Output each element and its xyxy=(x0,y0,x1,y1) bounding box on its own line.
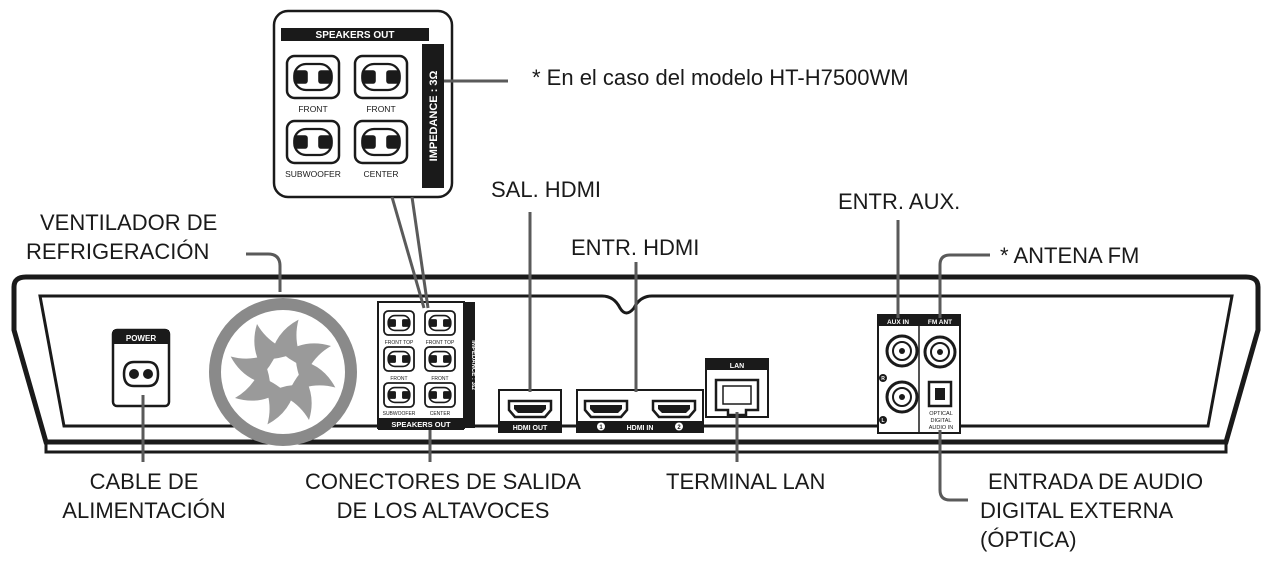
fan-callout-line-2: REFRIGERACIÓN xyxy=(26,239,210,264)
aux-fm-optical-block: AUX IN FM ANT R L OPTICAL DIGITAL AUDIO … xyxy=(877,314,961,434)
front-top-l-label: FRONT TOP xyxy=(426,340,455,346)
optical-label-1: OPTICAL xyxy=(929,411,953,417)
fan-blade xyxy=(287,372,312,420)
speaker-terminal-icon xyxy=(383,310,415,336)
speaker-terminal-icon xyxy=(353,119,409,165)
speaker-terminal-icon xyxy=(285,119,341,165)
subwoofer-inset-label: SUBWOOFER xyxy=(285,169,341,179)
fan-blade xyxy=(270,319,299,360)
lan-terminal-callout: TERMINAL LAN xyxy=(666,467,825,496)
speaker-connectors-callout: CONECTORES DE SALIDA DE LOS ALTAVOCES xyxy=(278,467,608,525)
speaker-terminal-icon xyxy=(424,382,456,408)
cooling-fan-icon xyxy=(209,298,357,446)
aux-in-panel-label: AUX IN xyxy=(887,319,909,326)
speakers-out-inset: SPEAKERS OUT IMPEDANCE : 3Ω FRONT FRONT … xyxy=(272,9,454,199)
speaker-connectors-callout-line-2: DE LOS ALTAVOCES xyxy=(336,498,550,523)
aux-r-label: R xyxy=(881,376,885,382)
hdmi-out-panel-label: HDMI OUT xyxy=(513,425,548,432)
speaker-terminal-icon xyxy=(424,310,456,336)
fm-antenna-callout-text: * ANTENA FM xyxy=(1000,243,1140,268)
aux-in-callout-text: ENTR. AUX. xyxy=(838,189,961,214)
optical-label-2: DIGITAL xyxy=(931,418,952,424)
hdmi-in-panel-label: HDMI IN xyxy=(627,425,654,432)
aux-in-callout: ENTR. AUX. xyxy=(838,187,960,216)
fm-antenna-callout: * ANTENA FM xyxy=(1000,241,1139,270)
fan-callout-line-1: VENTILADOR DE xyxy=(40,210,218,235)
power-socket: POWER xyxy=(111,328,171,408)
impedance-inset-label: IMPEDANCE : 3Ω xyxy=(428,70,440,161)
aux-l-label: L xyxy=(881,418,884,424)
power-label: POWER xyxy=(126,334,156,343)
front-r-small-label: FRONT xyxy=(390,376,407,382)
power-cable-callout-line-1: CABLE DE xyxy=(89,469,199,494)
hdmi-in-callout: ENTR. HDMI xyxy=(571,233,699,262)
optical-input-callout: ENTRADA DE AUDIO DIGITAL EXTERNA (ÓPTICA… xyxy=(980,467,1203,554)
power-cable-callout-line-2: ALIMENTACIÓN xyxy=(62,498,226,523)
optical-input-callout-line-3: (ÓPTICA) xyxy=(980,527,1077,552)
lan-port: LAN xyxy=(705,358,769,418)
fan-blade xyxy=(235,376,283,401)
optical-input-callout-line-2: DIGITAL EXTERNA xyxy=(980,498,1174,523)
hdmi-in-ports: 1 HDMI IN 2 xyxy=(576,389,704,433)
impedance-small-label: IMPEDANCE : 3Ω xyxy=(470,340,476,390)
hdmi-out-callout-text: SAL. HDMI xyxy=(491,177,602,202)
optical-input-callout-line-1: ENTRADA DE AUDIO xyxy=(988,469,1204,494)
hdmi-in-callout-text: ENTR. HDMI xyxy=(571,235,700,260)
speaker-terminal-icon xyxy=(424,346,456,372)
fan-callout: VENTILADOR DE REFRIGERACIÓN xyxy=(26,208,217,266)
subwoofer-small-label: SUBWOOFER xyxy=(383,411,416,417)
optical-label-3: AUDIO IN xyxy=(929,425,953,431)
fan-blade xyxy=(254,324,279,372)
center-small-label: CENTER xyxy=(430,411,451,417)
front-r-inset-label: FRONT xyxy=(298,104,327,114)
model-note-text: * En el caso del modelo HT-H7500WM xyxy=(532,65,909,90)
center-inset-label: CENTER xyxy=(364,169,399,179)
leader-lines xyxy=(141,79,990,502)
hdmi-in-2-label: 2 xyxy=(677,425,681,431)
lan-panel-label: LAN xyxy=(730,363,744,370)
speaker-terminal-block: IMPEDANCE : 3Ω SPEAKERS OUT FRONT TOP FR… xyxy=(377,301,476,430)
speaker-terminal-icon xyxy=(353,54,409,100)
lan-terminal-callout-text: TERMINAL LAN xyxy=(666,469,826,494)
hdmi-out-port: HDMI OUT xyxy=(498,389,562,433)
hdmi-out-callout: SAL. HDMI xyxy=(491,175,601,204)
speaker-terminal-icon xyxy=(383,346,415,372)
front-l-inset-label: FRONT xyxy=(366,104,395,114)
speaker-connectors-callout-line-1: CONECTORES DE SALIDA xyxy=(305,469,581,494)
fm-ant-panel-label: FM ANT xyxy=(928,319,952,326)
hdmi-in-1-label: 1 xyxy=(599,425,603,431)
speakers-out-panel-label: SPEAKERS OUT xyxy=(391,420,451,429)
model-note-callout: * En el caso del modelo HT-H7500WM xyxy=(532,63,909,92)
front-l-small-label: FRONT xyxy=(431,376,448,382)
speaker-terminal-icon xyxy=(383,382,415,408)
power-cable-callout: CABLE DE ALIMENTACIÓN xyxy=(62,467,226,525)
speakers-out-inset-label: SPEAKERS OUT xyxy=(316,30,395,41)
speaker-terminal-icon xyxy=(285,54,341,100)
front-top-r-label: FRONT TOP xyxy=(385,340,414,346)
